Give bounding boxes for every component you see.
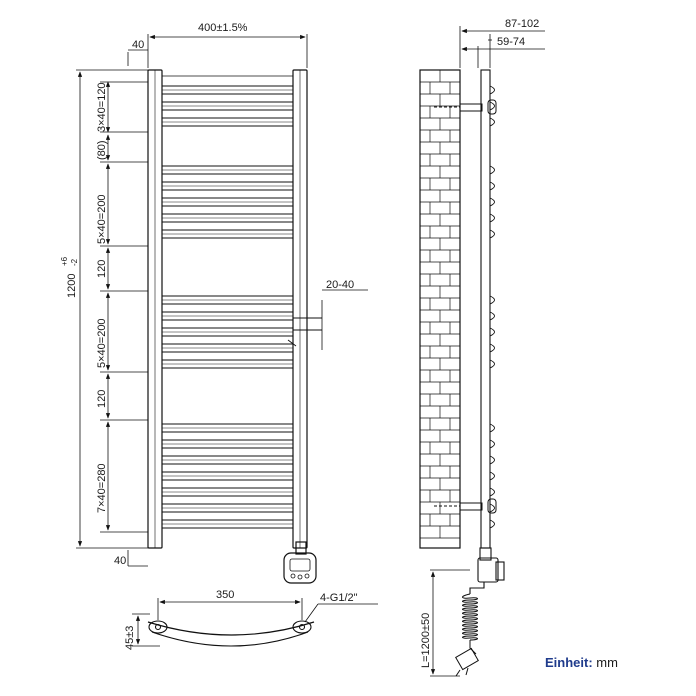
power-plug <box>455 640 479 677</box>
group2-label: 5×40=200 <box>96 194 108 244</box>
side-view-dimension-text: 87-102 59-74 L=1200±50 <box>420 18 539 668</box>
depth-pipe-label: 59-74 <box>497 36 525 48</box>
side-view <box>419 69 505 677</box>
connection-thread-label: 4-G1/2" <box>320 592 358 604</box>
unit-value: mm <box>596 655 618 670</box>
unit-label: Einheit: mm <box>545 655 618 670</box>
height-tolerance-minus: -2 <box>70 258 79 266</box>
front-view-dimensions <box>76 34 368 567</box>
bottom-view-dimensions <box>132 598 378 647</box>
spiral-cable <box>462 593 478 641</box>
gap-120a-label: 120 <box>96 260 108 278</box>
group4-label: 7×40=280 <box>96 463 108 513</box>
overall-width-label: 400±1.5% <box>198 22 248 34</box>
bottom-view <box>147 620 315 647</box>
heating-element-connector <box>295 541 307 555</box>
heating-element-side <box>469 547 505 594</box>
height-tolerance-plus: +6 <box>60 256 69 266</box>
side-view-dimensions <box>430 26 545 677</box>
right-connection-port <box>292 620 312 634</box>
bottom-view-dimension-text: 350 4-G1/2" 45±3 <box>124 589 358 650</box>
depth-total-label: 87-102 <box>505 18 539 30</box>
gap-120b-label: 120 <box>96 390 108 408</box>
left-connection-port <box>148 620 168 634</box>
front-view <box>147 69 322 584</box>
gap-80-label: (80) <box>96 140 108 160</box>
wall-distance-label: 20-40 <box>326 279 354 291</box>
curved-bottom-profile <box>147 621 315 636</box>
cable-length-label: L=1200±50 <box>420 613 432 668</box>
group3-label: 5×40=200 <box>96 318 108 368</box>
unit-caption: Einheit: <box>545 655 593 670</box>
bottom-offset-label: 40 <box>114 555 126 567</box>
wall-brackets <box>434 99 497 514</box>
group1-label: 3×40=120 <box>96 82 108 132</box>
horizontal-rungs <box>161 85 294 529</box>
bend-depth-label: 45±3 <box>124 626 136 650</box>
overall-height-label: 1200 <box>66 274 78 298</box>
top-offset-label: 40 <box>132 39 144 51</box>
front-view-dimension-text: 400±1.5% 40 40 1200 +6 -2 3×40=120 (80) … <box>60 22 354 567</box>
bottom-span-label: 350 <box>216 589 234 601</box>
radiator-side-tube <box>480 69 491 549</box>
thermostat-controller <box>283 552 317 584</box>
